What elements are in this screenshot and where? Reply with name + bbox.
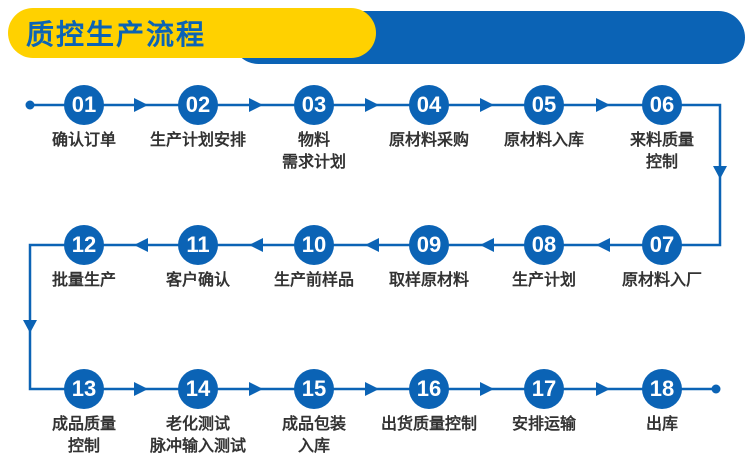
step-circle: 01: [64, 85, 104, 125]
step-label: 成品包装 入库: [281, 416, 346, 455]
flow-step-12: 12 批量生产: [14, 225, 154, 292]
flow-step-06: 06 来料质量 控制: [592, 85, 732, 173]
arrow-right-icon: [249, 98, 263, 112]
flow-step-17: 17 安排运输: [474, 369, 614, 436]
flow-step-09: 09 取样原材料: [359, 225, 499, 292]
step-label: 物料 需求计划: [281, 132, 346, 171]
flow-step-07: 07 原材料入厂: [592, 225, 732, 292]
step-circle: 15: [294, 369, 334, 409]
step-label: 安排运输: [511, 416, 576, 433]
step-label: 原材料采购: [388, 132, 469, 149]
arrow-right-icon: [365, 98, 379, 112]
step-circle: 06: [642, 85, 682, 125]
page-title: 质控生产流程: [26, 19, 207, 50]
flow-step-11: 11 客户确认: [128, 225, 268, 292]
step-label: 取样原材料: [388, 272, 469, 289]
step-circle: 17: [524, 369, 564, 409]
flow-step-05: 05 原材料入库: [474, 85, 614, 152]
step-circle: 13: [64, 369, 104, 409]
arrow-left-icon: [365, 238, 379, 252]
step-label: 出货质量控制: [380, 416, 477, 433]
arrow-right-icon: [596, 382, 610, 396]
step-label: 生产计划: [511, 272, 576, 289]
flow-step-16: 16 出货质量控制: [359, 369, 499, 436]
flow-step-13: 13 成品质量 控制: [14, 369, 154, 457]
step-circle: 16: [409, 369, 449, 409]
arrow-down-icon: [23, 320, 37, 333]
step-circle: 05: [524, 85, 564, 125]
arrow-left-icon: [134, 238, 148, 252]
flow-step-10: 10 生产前样品: [244, 225, 384, 292]
step-circle: 07: [642, 225, 682, 265]
arrow-left-icon: [480, 238, 494, 252]
arrow-down-icon: [713, 166, 727, 179]
flow-step-02: 02 生产计划安排: [128, 85, 268, 152]
flow-step-01: 01 确认订单: [14, 85, 154, 152]
step-label: 老化测试 脉冲输入测试: [149, 416, 246, 455]
step-label: 客户确认: [165, 272, 230, 289]
step-circle: 09: [409, 225, 449, 265]
arrow-left-icon: [596, 238, 610, 252]
step-circle: 03: [294, 85, 334, 125]
flow-step-14: 14 老化测试 脉冲输入测试: [128, 369, 268, 457]
step-label: 出库: [645, 416, 678, 433]
step-label: 成品质量 控制: [51, 416, 116, 455]
header-pill: 质控生产流程: [8, 8, 376, 58]
arrow-right-icon: [134, 98, 148, 112]
arrow-right-icon: [249, 382, 263, 396]
flow-step-15: 15 成品包装 入库: [244, 369, 384, 457]
flow-step-03: 03 物料 需求计划: [244, 85, 384, 173]
step-circle: 14: [178, 369, 218, 409]
step-circle: 10: [294, 225, 334, 265]
arrow-right-icon: [365, 382, 379, 396]
flow-step-18: 18 出库: [592, 369, 732, 436]
end-dot: [711, 384, 721, 394]
arrow-right-icon: [134, 382, 148, 396]
flow-step-08: 08 生产计划: [474, 225, 614, 292]
step-circle: 02: [178, 85, 218, 125]
step-label: 生产前样品: [273, 272, 354, 289]
start-dot: [25, 100, 35, 110]
arrow-right-icon: [480, 98, 494, 112]
step-circle: 04: [409, 85, 449, 125]
arrow-right-icon: [480, 382, 494, 396]
step-label: 生产计划安排: [149, 132, 246, 149]
step-label: 原材料入库: [503, 132, 584, 149]
step-label: 原材料入厂: [621, 272, 702, 289]
step-circle: 18: [642, 369, 682, 409]
step-label: 来料质量 控制: [629, 132, 694, 171]
step-circle: 08: [524, 225, 564, 265]
step-circle: 11: [178, 225, 218, 265]
arrow-left-icon: [249, 238, 263, 252]
step-circle: 12: [64, 225, 104, 265]
step-label: 批量生产: [51, 272, 116, 289]
flow-step-04: 04 原材料采购: [359, 85, 499, 152]
step-label: 确认订单: [51, 132, 116, 149]
arrow-right-icon: [596, 98, 610, 112]
